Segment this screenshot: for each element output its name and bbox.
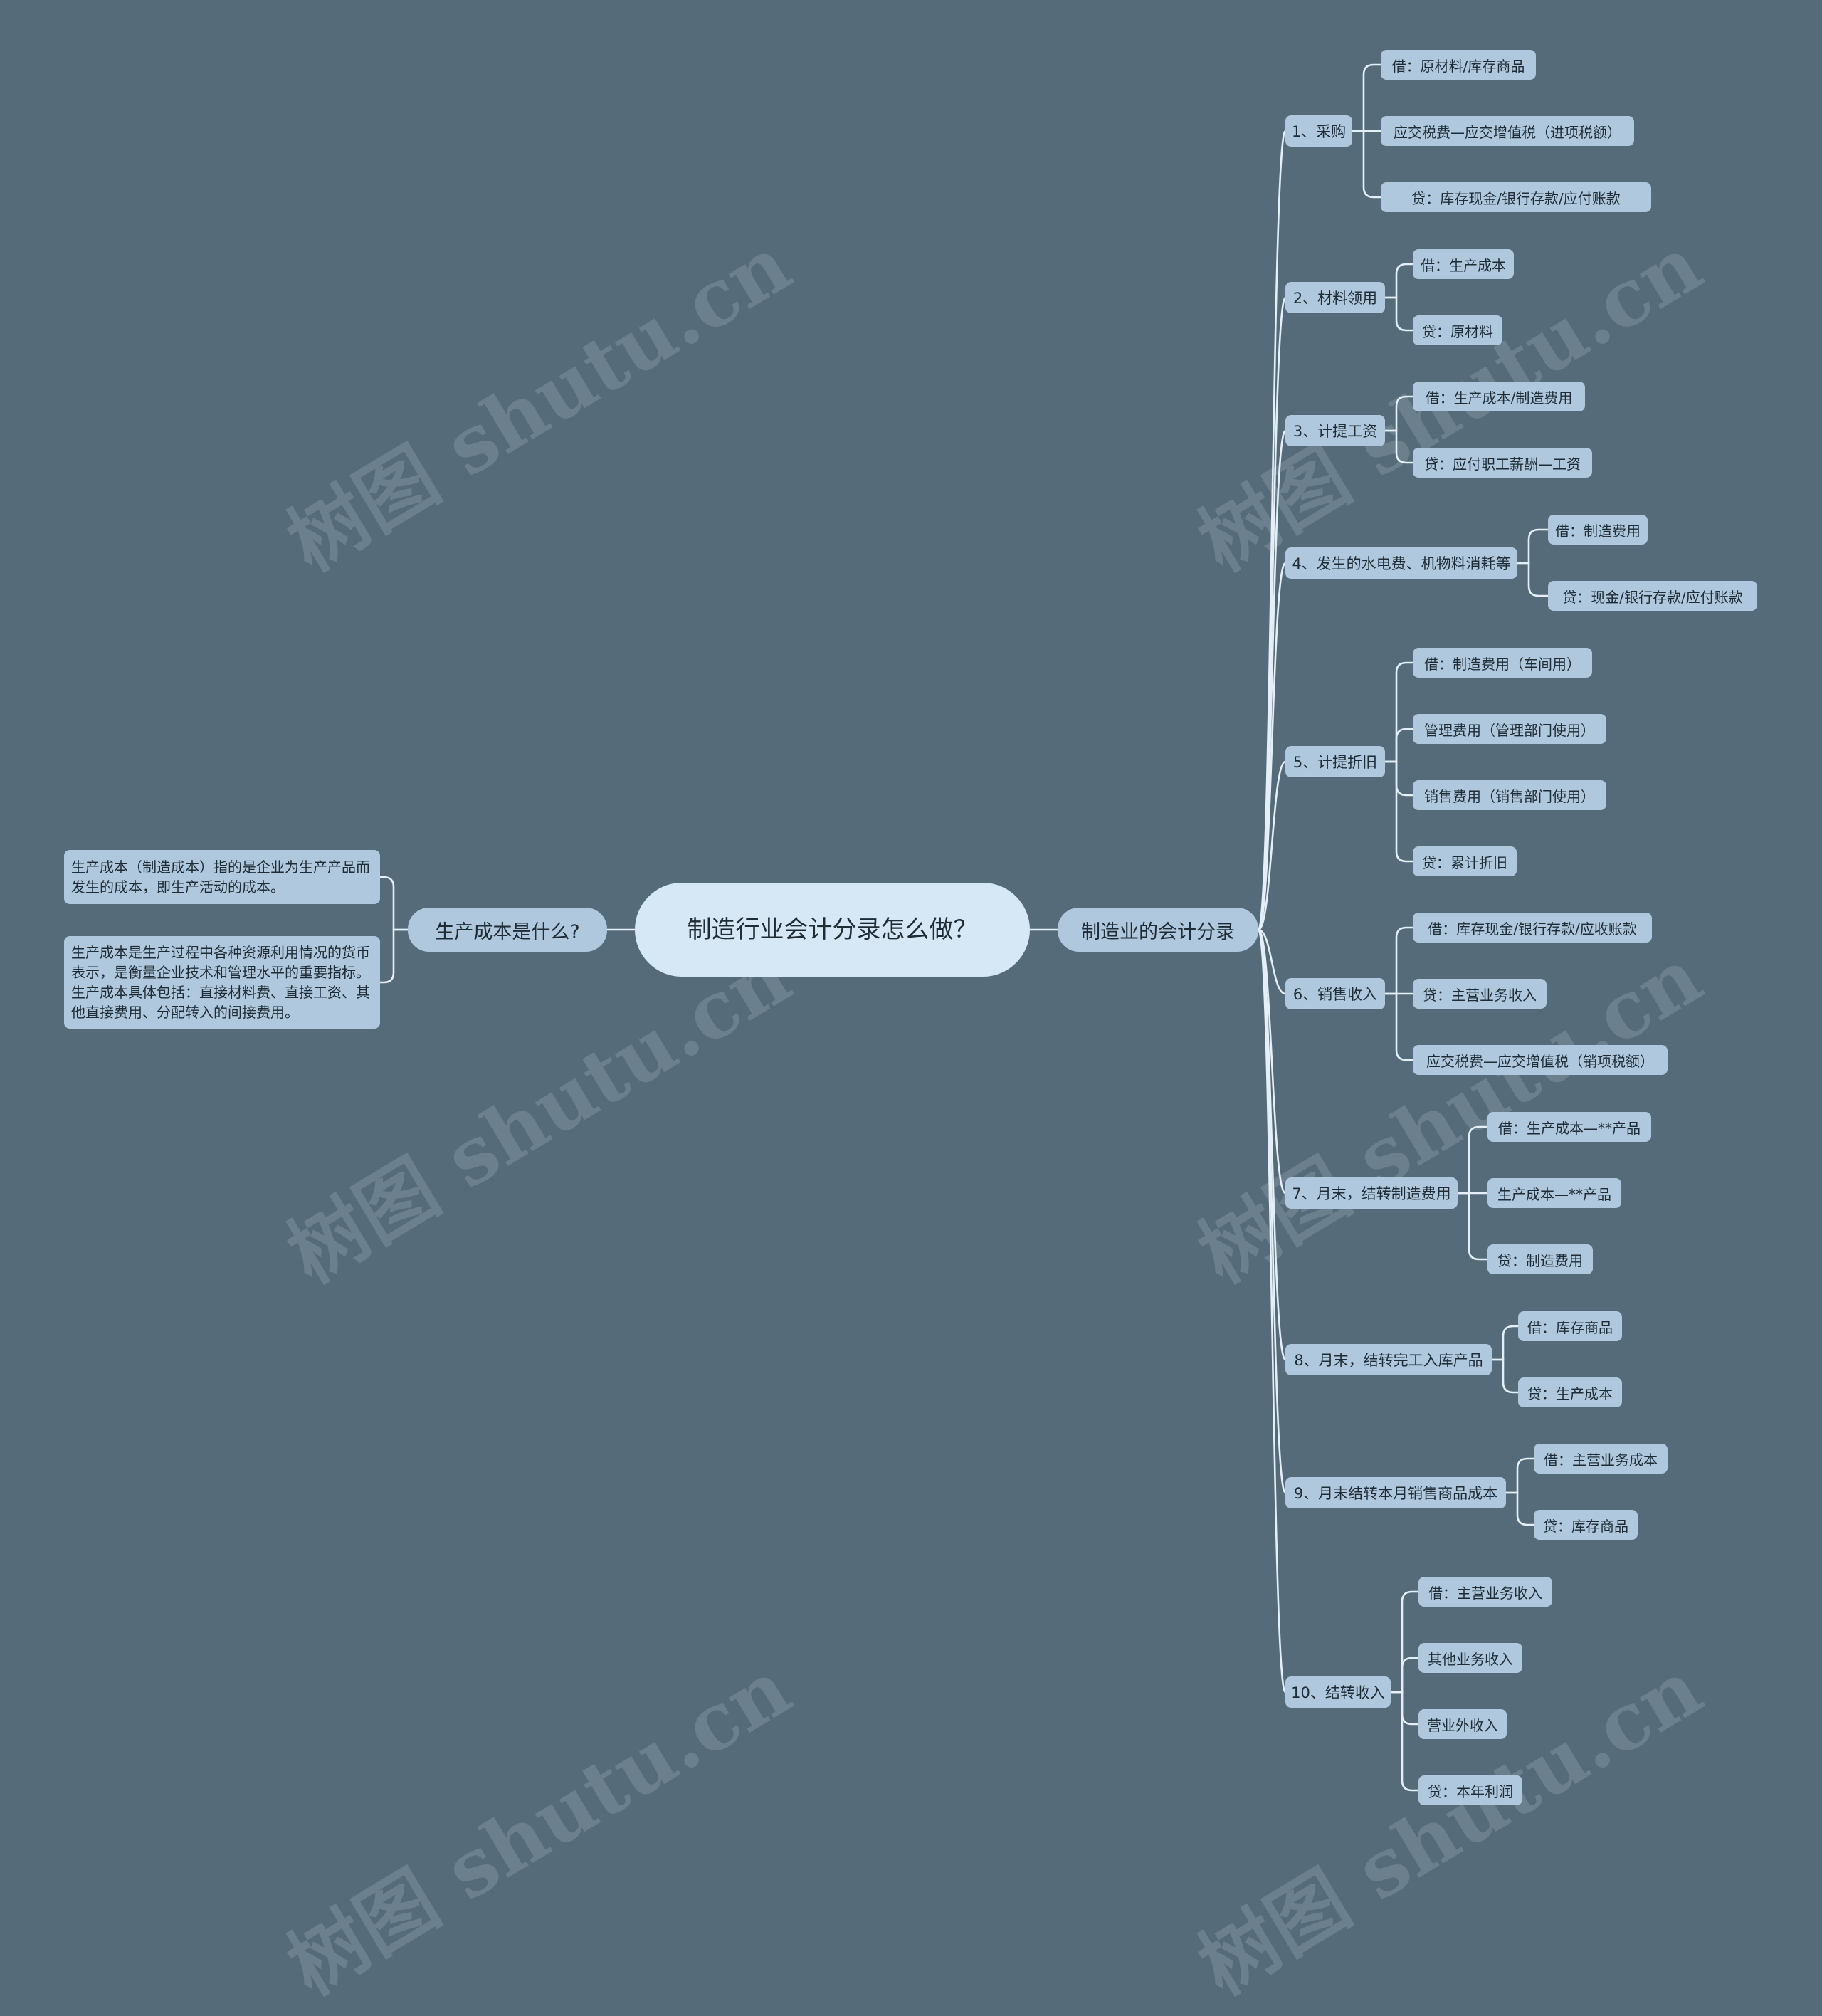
entry-node[interactable]: 贷：现金/银行存款/应付账款 — [1548, 581, 1757, 611]
step-link — [1257, 928, 1287, 1494]
entry-node[interactable]: 其他业务收入 — [1418, 1643, 1522, 1673]
step-node[interactable]: 9、月末结转本月销售商品成本 — [1285, 1477, 1506, 1508]
entry-link — [1352, 130, 1381, 199]
entry-node[interactable]: 贷：原材料 — [1413, 315, 1502, 345]
step-node[interactable]: 7、月末，结转制造费用 — [1285, 1177, 1458, 1209]
step-link — [1257, 562, 1287, 931]
step-node[interactable]: 6、销售收入 — [1285, 978, 1385, 1009]
step-node[interactable]: 4、发生的水电费、机物料消耗等 — [1285, 547, 1517, 579]
entry-link — [1385, 992, 1413, 1061]
step-node[interactable]: 8、月末，结转完工入库产品 — [1285, 1344, 1492, 1375]
step-node[interactable]: 10、结转收入 — [1285, 1676, 1391, 1708]
entry-link — [1391, 1657, 1418, 1694]
entry-link — [1506, 1491, 1534, 1526]
entry-node[interactable]: 营业外收入 — [1418, 1709, 1507, 1739]
entry-link — [1458, 1125, 1487, 1195]
entry-node[interactable]: 借：库存现金/银行存款/应收账款 — [1413, 913, 1652, 943]
entry-node[interactable]: 贷：本年利润 — [1418, 1775, 1522, 1805]
entry-node[interactable]: 管理费用（管理部门使用） — [1413, 714, 1606, 744]
entry-link — [1385, 926, 1413, 995]
entry-link — [1385, 296, 1413, 332]
entry-link — [1352, 63, 1381, 132]
step-link — [1257, 928, 1287, 1195]
entry-node[interactable]: 贷：制造费用 — [1487, 1244, 1593, 1274]
entry-link — [1492, 1358, 1518, 1394]
left-branch-link — [380, 928, 408, 984]
entry-node[interactable]: 销售费用（销售部门使用） — [1413, 780, 1606, 810]
entry-node[interactable]: 应交税费—应交增值税（销项税额） — [1413, 1045, 1668, 1075]
entry-node[interactable]: 借：生产成本 — [1413, 249, 1514, 279]
entry-link — [1517, 528, 1548, 565]
step-node[interactable]: 1、采购 — [1285, 115, 1352, 147]
left-branch-topic[interactable]: 生产成本是什么? — [408, 908, 607, 952]
root-topic[interactable]: 制造行业会计分录怎么做？ — [635, 883, 1030, 977]
step-node[interactable]: 2、材料领用 — [1285, 282, 1385, 313]
step-link — [1258, 760, 1286, 931]
step-link — [1257, 928, 1287, 1694]
entry-node[interactable]: 贷：累计折旧 — [1413, 846, 1517, 876]
entry-link — [1385, 760, 1413, 797]
entry-node[interactable]: 生产成本—**产品 — [1487, 1178, 1621, 1208]
entry-link — [1458, 1192, 1487, 1261]
note-detail[interactable]: 生产成本是生产过程中各种资源利用情况的货币表示，是衡量企业技术和管理水平的重要指… — [64, 936, 380, 1029]
entry-node[interactable]: 借：制造费用（车间用） — [1413, 648, 1592, 678]
entry-link — [1385, 760, 1413, 863]
step-link — [1258, 928, 1286, 995]
connector-lines — [380, 63, 1548, 1792]
entry-link — [1385, 395, 1413, 432]
entry-node[interactable]: 借：生产成本—**产品 — [1487, 1112, 1651, 1142]
entry-node[interactable]: 贷：应付职工薪酬—工资 — [1413, 448, 1592, 478]
entry-node[interactable]: 借：原材料/库存商品 — [1381, 50, 1536, 80]
step-link — [1257, 130, 1287, 931]
entry-node[interactable]: 借：库存商品 — [1518, 1311, 1622, 1341]
entry-link — [1391, 1691, 1418, 1792]
note-definition[interactable]: 生产成本（制造成本）指的是企业为生产产品而发生的成本，即生产活动的成本。 — [64, 850, 380, 904]
entry-node[interactable]: 贷：库存商品 — [1534, 1510, 1638, 1540]
entry-link — [1385, 429, 1413, 464]
left-branch-link — [380, 876, 408, 931]
entry-node[interactable]: 借：制造费用 — [1548, 515, 1648, 545]
entry-node[interactable]: 贷：生产成本 — [1518, 1377, 1622, 1407]
entry-node[interactable]: 借：生产成本/制造费用 — [1413, 382, 1585, 411]
entry-node[interactable]: 应交税费—应交增值税（进项税额） — [1381, 116, 1634, 146]
entry-link — [1385, 263, 1413, 299]
entry-link — [1492, 1325, 1518, 1361]
entry-node[interactable]: 贷：库存现金/银行存款/应付账款 — [1381, 182, 1651, 212]
entry-link — [1391, 1590, 1418, 1694]
entry-link — [1385, 661, 1413, 763]
step-node[interactable]: 5、计提折旧 — [1285, 746, 1385, 777]
right-branch-topic[interactable]: 制造业的会计分录 — [1058, 908, 1258, 952]
entry-node[interactable]: 借：主营业务收入 — [1418, 1577, 1552, 1607]
entry-link — [1385, 728, 1413, 763]
step-node[interactable]: 3、计提工资 — [1285, 415, 1385, 446]
entry-link — [1517, 562, 1548, 597]
entry-node[interactable]: 借：主营业务成本 — [1534, 1444, 1668, 1474]
entry-link — [1506, 1457, 1534, 1494]
entry-node[interactable]: 贷：主营业务收入 — [1413, 979, 1547, 1009]
entry-link — [1391, 1691, 1418, 1726]
